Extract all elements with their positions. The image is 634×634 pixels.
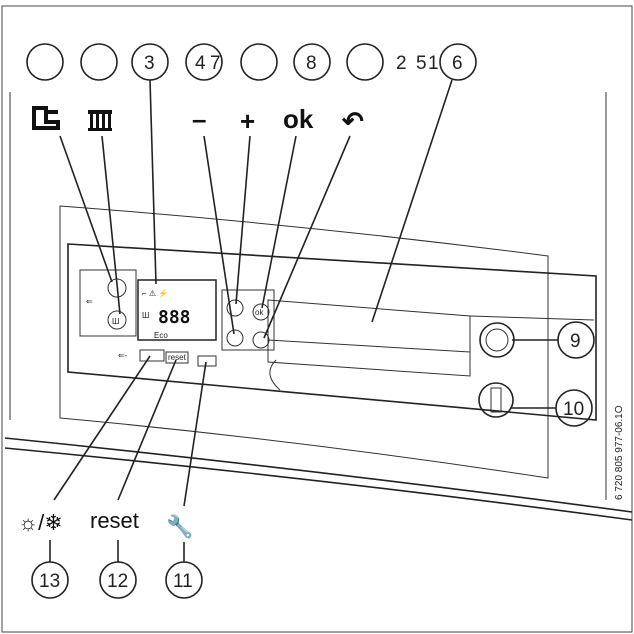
callout-11-label: 11 xyxy=(173,571,193,592)
callout-blank-2 xyxy=(80,43,118,81)
callout-13 xyxy=(31,561,69,599)
leader-6 xyxy=(371,79,453,323)
sun-snow-symbol: ☼/❄ xyxy=(18,510,63,535)
callout-6 xyxy=(439,43,477,81)
minus-symbol: – xyxy=(192,104,206,134)
callout-10-label: 10 xyxy=(563,399,584,420)
leader-heating xyxy=(101,135,121,315)
callout-12-label: 12 xyxy=(107,571,128,592)
hot-water-tap-icon xyxy=(32,106,60,130)
callout-4 xyxy=(185,43,223,81)
casing-curve-1 xyxy=(4,437,633,513)
ok-button[interactable] xyxy=(252,303,270,321)
panel-edge-line xyxy=(469,315,595,321)
reset-button-small-label: reset xyxy=(168,353,187,362)
leader-4 xyxy=(203,135,235,335)
callout-1-label: 1 xyxy=(428,53,439,74)
callout-8 xyxy=(293,43,331,81)
lcd-digits: 888 xyxy=(158,307,191,328)
ok-button-label: ok xyxy=(255,308,264,317)
nav-button-bay xyxy=(221,289,275,351)
panel-arc xyxy=(269,359,281,391)
gauge-inner xyxy=(485,328,509,352)
reset-symbol: reset xyxy=(90,508,139,533)
panel-front xyxy=(67,243,597,421)
minus-button[interactable] xyxy=(226,329,244,347)
leader-13 xyxy=(53,355,151,501)
callout-3-label: 3 xyxy=(144,53,155,74)
lcd-eco: Eco xyxy=(154,331,168,340)
heating-button[interactable] xyxy=(107,310,127,330)
lcd-status-icons: ⌐ ⚠ ⚡ xyxy=(142,288,168,298)
callout-12 xyxy=(99,561,137,599)
callout-blank-1 xyxy=(26,43,64,81)
back-arrow-icon: ↶ xyxy=(341,106,364,136)
leader-12 xyxy=(117,359,177,501)
leader-8 xyxy=(261,135,297,309)
callout-6-label: 6 xyxy=(452,53,463,74)
callout-blank-3 xyxy=(240,43,278,81)
leader-hot-water xyxy=(59,135,113,283)
lcd-heat-icon: Ш xyxy=(142,311,149,320)
temperature-gauge xyxy=(479,322,515,358)
heating-small-icon: Ш xyxy=(112,317,119,326)
callout-9 xyxy=(557,321,595,359)
panel-window xyxy=(267,299,471,377)
callout-7-label: 7 xyxy=(210,53,221,74)
leader-3 xyxy=(149,79,157,285)
chimney-sweep-button[interactable] xyxy=(139,349,165,362)
plus-symbol: + xyxy=(240,106,255,136)
callout-2-label: 2 xyxy=(396,53,407,74)
radiator-icon xyxy=(88,110,112,131)
lower-row-arrow: ⇐- xyxy=(118,351,128,360)
callout-11 xyxy=(165,561,203,599)
callout-8-label: 8 xyxy=(306,53,317,74)
reset-button-small[interactable] xyxy=(165,351,189,364)
service-button-small[interactable] xyxy=(197,355,217,367)
callout-13-label: 13 xyxy=(39,571,60,592)
main-switch-knob[interactable] xyxy=(478,382,514,418)
ok-symbol: ok xyxy=(283,104,314,134)
panel-window-line xyxy=(267,339,471,353)
leader-11 xyxy=(183,361,207,507)
knob-grip xyxy=(490,387,502,413)
leader-7 xyxy=(235,135,251,305)
frame xyxy=(1,5,633,633)
callout-10 xyxy=(555,389,593,427)
leader-back xyxy=(263,135,351,339)
document-code: 6 720 805 977-06.1O xyxy=(614,405,625,500)
callout-blank-4 xyxy=(346,43,384,81)
plus-button[interactable] xyxy=(226,299,244,317)
lcd-display xyxy=(137,279,217,341)
casing-curve-2 xyxy=(4,447,633,521)
callout-9-label: 9 xyxy=(570,331,581,352)
tap-small-icon: ⇐ xyxy=(86,297,93,306)
callout-5-label: 5 xyxy=(416,53,427,74)
callout-4-label: 4 xyxy=(195,53,206,74)
back-button[interactable] xyxy=(252,331,270,349)
wrench-icon: 🔧 xyxy=(166,513,193,539)
panel-bezel xyxy=(59,205,549,479)
